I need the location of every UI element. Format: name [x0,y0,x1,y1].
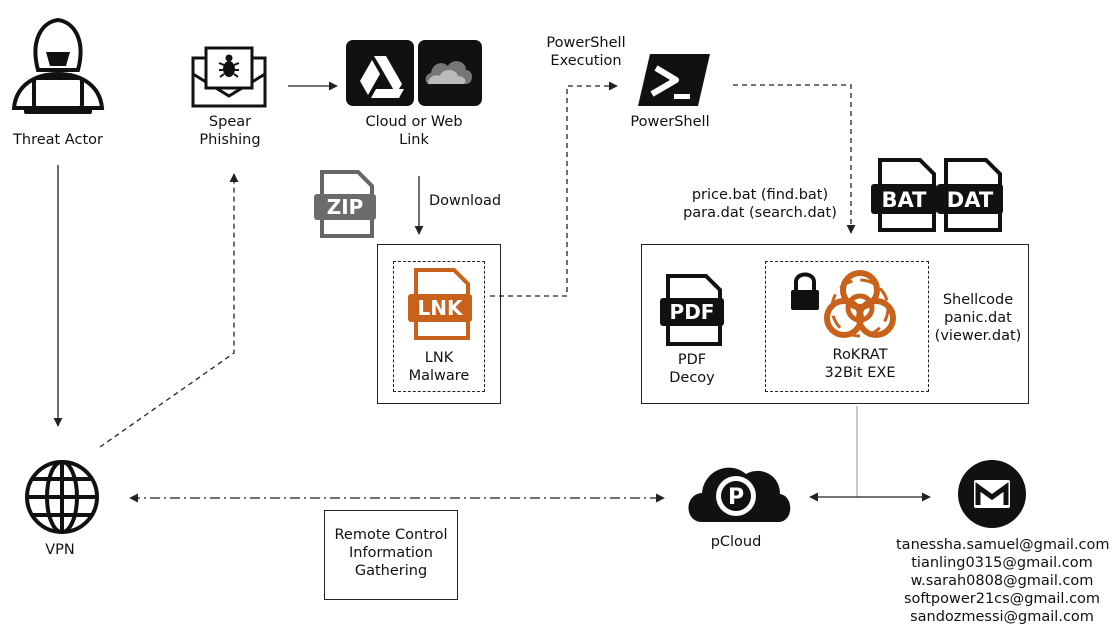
spear-phishing-label: Spear Phishing [180,113,280,149]
phishing-envelope-icon [191,46,267,108]
powershell-execution-line: PowerShell [546,35,626,51]
lock-icon [791,272,819,310]
email-list: tanessha.samuel@gmail.com tianling0315@g… [896,536,1110,626]
lnk-malware-line: Malware [408,368,470,384]
hacker-icon [11,17,105,114]
lnk-file-icon: LNK [408,268,472,340]
zip-file-icon: ZIP [314,170,376,238]
lnk-malware-label: LNK Malware [393,349,485,385]
email-address: sandozmessi@gmail.com [910,609,1094,625]
pdf-icon-text: PDF [670,300,715,324]
powershell-execution-line: Execution [550,53,622,69]
bat-icon-text: BAT [882,188,928,212]
pcloud-icon-text: P [728,485,744,510]
pdf-decoy-line: Decoy [669,370,715,386]
rokrat-line: RoKRAT [832,347,888,363]
shellcode-label: Shellcode panic.dat (viewer.dat) [930,291,1026,345]
remote-control-line: Gathering [354,563,428,579]
download-label: Download [428,193,502,209]
threat-actor-label: Threat Actor [13,132,103,148]
cloud-link-line: Cloud or Web [365,114,463,130]
rokrat-inner-box [765,261,929,392]
pcloud-label: pCloud [710,534,762,550]
spear-phishing-line: Phishing [199,132,261,148]
remote-control-label: Remote Control Information Gathering [324,526,458,580]
rokrat-label: RoKRAT 32Bit EXE [800,346,920,382]
email-address: w.sarah0808@gmail.com [910,573,1094,589]
bat-files-label: price.bat (find.bat) para.dat (search.da… [672,186,848,222]
onedrive-icon [418,40,482,106]
lnk-inner-box [393,261,485,392]
shellcode-line: (viewer.dat) [934,328,1022,344]
gmail-icon [958,460,1026,528]
email-address: tianling0315@gmail.com [911,555,1093,571]
powershell-execution-label: PowerShell Execution [536,34,636,70]
email-address: softpower21cs@gmail.com [903,591,1101,607]
pdf-decoy-line: PDF [677,352,707,368]
shellcode-line: Shellcode [942,292,1014,308]
vpn-label: VPN [45,542,75,558]
powershell-label: PowerShell [630,114,710,130]
lnk-malware-line: LNK [424,350,454,366]
zip-icon-text: ZIP [327,195,364,219]
arrow-lnk-to-powershell [490,81,618,297]
arrow-powershell-to-payload [733,84,856,234]
cloud-link-label: Cloud or Web Link [354,113,474,149]
google-drive-icon [346,40,414,106]
globe-icon [25,460,99,534]
bat-files-line: price.bat (find.bat) [691,187,829,203]
powershell-icon [638,54,710,106]
shellcode-line: panic.dat [944,310,1012,326]
connectors [53,81,931,503]
rokrat-line: 32Bit EXE [824,365,896,381]
bat-file-icon: BAT [871,158,937,232]
dat-file-icon: DAT [937,158,1003,232]
payload-outer-box [641,244,1029,404]
pdf-decoy-label: PDF Decoy [652,351,732,387]
remote-control-line: Information [349,545,433,561]
remote-control-line: Remote Control [334,527,448,543]
bat-files-line: para.dat (search.dat) [683,205,837,221]
cloud-link-line: Link [399,132,429,148]
remote-control-box [324,510,458,600]
arrow-vpn-to-phishing [99,173,239,448]
dat-icon-text: DAT [947,188,994,212]
lnk-icon-text: LNK [418,296,464,320]
lnk-outer-box [377,244,501,404]
biohazard-icon [824,270,896,338]
spear-phishing-line: Spear [208,114,252,130]
pcloud-icon: P [688,467,791,522]
email-address: tanessha.samuel@gmail.com [896,537,1110,553]
pdf-file-icon: PDF [660,274,724,346]
